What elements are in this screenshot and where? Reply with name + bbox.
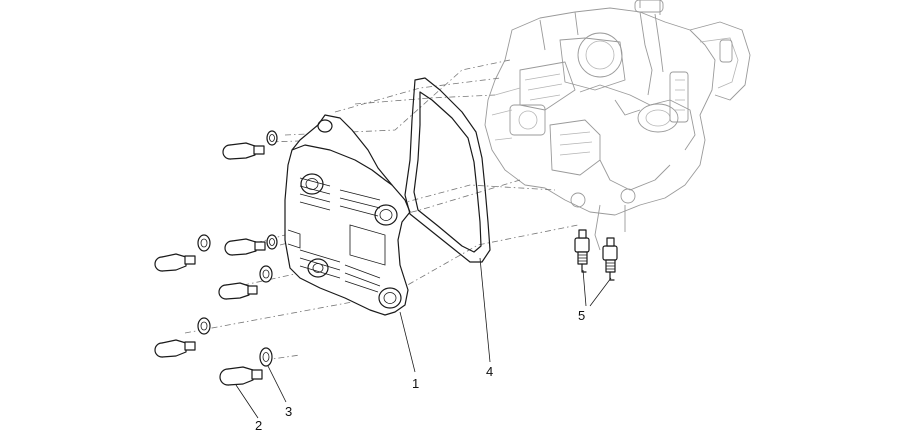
spark-plugs: [574, 229, 618, 281]
sealing-washer: [197, 234, 211, 252]
callout-labels: 1 2 3 4 5: [255, 308, 585, 430]
cover-bolt: [222, 142, 265, 160]
cover-bolt: [224, 238, 266, 256]
engine-block: [484, 0, 751, 251]
callout-5: 5: [578, 308, 585, 323]
callout-4: 4: [486, 364, 493, 379]
cover-bolt: [154, 339, 196, 358]
sealing-washer: [259, 347, 273, 367]
valve-cover: [284, 114, 411, 316]
callout-1: 1: [412, 376, 419, 391]
cover-bolt: [154, 253, 196, 272]
bolt-set: [154, 130, 278, 386]
leader-lines: [235, 257, 612, 419]
sealing-washer: [266, 234, 278, 250]
cover-gasket: [404, 77, 491, 263]
callout-3: 3: [285, 404, 292, 419]
spark-plug: [574, 229, 590, 273]
spark-plug: [602, 237, 618, 281]
callout-2: 2: [255, 418, 262, 430]
sealing-washer: [266, 130, 278, 146]
sealing-washer: [197, 317, 211, 335]
cover-bolt: [219, 366, 263, 386]
cover-bolt: [218, 282, 258, 300]
sealing-washer: [259, 265, 273, 283]
